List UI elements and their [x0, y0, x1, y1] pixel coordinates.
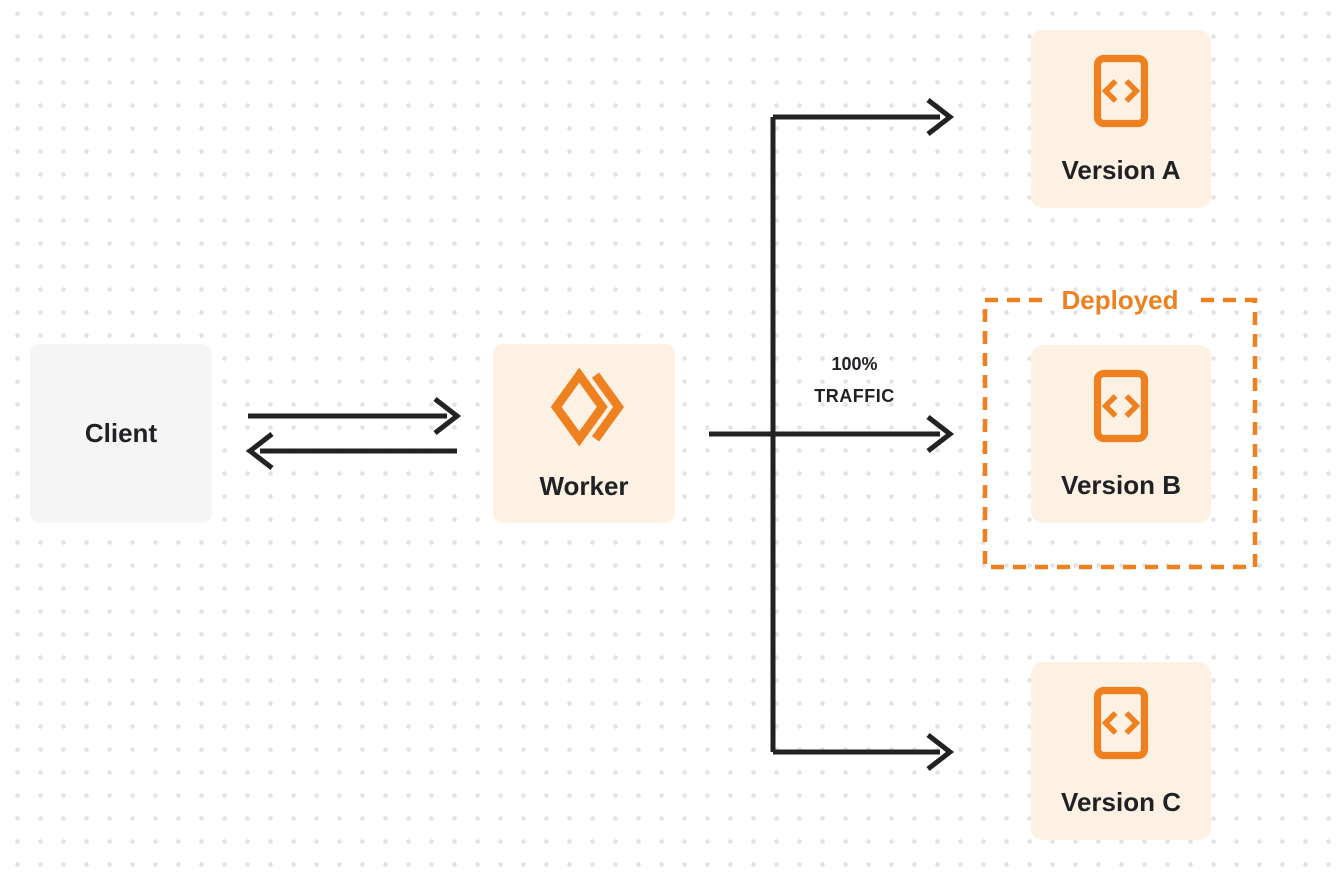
branch-version-b-arrowhead: [926, 415, 955, 453]
deployed-group-border: [982, 297, 1258, 570]
code-file-icon: [1093, 369, 1149, 442]
branch-version-c-arrowhead: [926, 733, 955, 771]
worker-response-arrowhead: [245, 432, 274, 470]
worker-node-label: Worker: [539, 471, 629, 501]
traffic-annotation: 100% TRAFFIC: [766, 348, 943, 412]
version-c-node-label: Version C: [1061, 786, 1181, 817]
cloudflare-workers-icon: [550, 367, 625, 447]
client-request-arrowhead: [433, 397, 462, 435]
code-file-icon: [1093, 54, 1149, 127]
version-b-node-label: Version B: [1061, 469, 1181, 500]
worker-node: Worker: [493, 344, 675, 523]
code-file-icon: [1093, 686, 1149, 759]
version-a-node-label: Version A: [1061, 154, 1181, 185]
client-node-label: Client: [84, 418, 158, 448]
version-c-node: Version C: [1031, 662, 1211, 840]
traffic-percent-text: 100%: [831, 354, 878, 374]
client-node: Client: [30, 344, 212, 523]
version-a-node: Version A: [1031, 30, 1211, 208]
deployed-group-label: Deployed: [1061, 285, 1179, 315]
version-b-node: Version B: [1031, 345, 1211, 523]
branch-version-a-arrowhead: [926, 98, 955, 136]
traffic-word-text: TRAFFIC: [814, 386, 895, 406]
